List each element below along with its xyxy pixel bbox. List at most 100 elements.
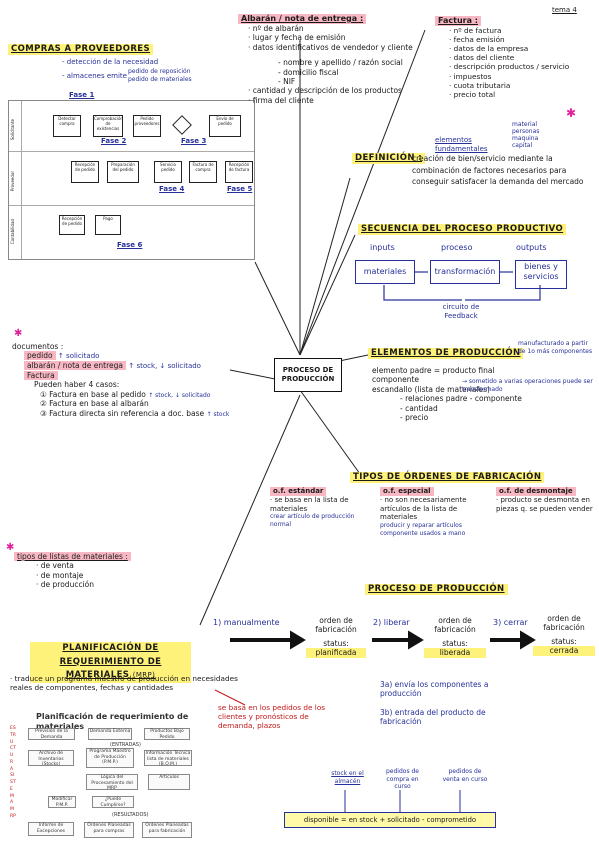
- tipo-orden-desmontaje: o.f. de desmontaje · producto se desmont…: [496, 487, 596, 513]
- elementos-item: elemento padre = producto final: [372, 366, 495, 375]
- factura-item: nº de factura: [449, 26, 595, 35]
- caso-1: Factura en base al pedido: [49, 389, 146, 399]
- tipo-orden-estandar: o.f. estándar · se basa en la lista de m…: [270, 487, 370, 528]
- orden-label: orden de fabricación: [543, 614, 585, 633]
- substep-3a: 3a) envía los componentes a producción: [380, 680, 489, 699]
- tipo-orden-head: o.f. estándar: [270, 487, 327, 496]
- compras-note-2: - almacenes emite: [62, 72, 127, 80]
- mrp-box: Órdenes Planeadas para compras: [84, 822, 134, 838]
- mrp-title: PLANIFICACIÓN DE REQUERIMIENTO DE MATERI…: [30, 642, 191, 683]
- orden-label: orden de fabricación: [315, 616, 357, 635]
- albaran-subitem: - domicilio fiscal: [278, 67, 339, 77]
- mrp-box: Archivo de Inventarios (Stocks): [28, 750, 74, 767]
- mrp-box: Productos Bajo Pedido: [144, 728, 190, 740]
- fase-4: Fase 4: [159, 185, 185, 193]
- elementos-fund-list: material personas maquina capital: [512, 121, 539, 150]
- compras-note-1: - detección de la necesidad: [62, 58, 159, 66]
- mrp-box: Informe de Excepciones: [28, 822, 74, 836]
- tipo-orden-text: · no son necesariamente artículos de la …: [380, 495, 467, 522]
- albaran-item: lugar y fecha de emisión: [248, 33, 428, 42]
- factura-item: fecha emisión: [449, 35, 595, 44]
- bpmn-box-8: Factura de compra: [189, 161, 217, 183]
- elementos-item: componente: [372, 375, 420, 385]
- factura-item: impuestos: [449, 72, 595, 81]
- elementos-subitem: - relaciones padre - componente: [400, 394, 522, 404]
- status-value: planificada: [306, 648, 366, 658]
- doc-factura: Factura: [24, 370, 58, 380]
- bpmn-box-10: Recepción de pedido: [59, 215, 85, 235]
- tipo-orden-head: o.f. de desmontaje: [496, 487, 576, 496]
- elementos-title: ELEMENTOS DE PRODUCCIÓN: [368, 348, 524, 359]
- factura-item: precio total: [449, 90, 595, 99]
- elementos-note-2: → sometido a varias operaciones puede se…: [462, 378, 593, 393]
- bpmn-box-4: Envío de pedido: [209, 115, 241, 137]
- tipos-ordenes-title: TIPOS DE ÓRDENES DE FABRICACIÓN: [350, 472, 545, 483]
- proceso-step-2: 2) liberar: [373, 618, 410, 627]
- orden-block-3: orden de fabricación status: cerrada: [533, 614, 595, 656]
- elementos-item: escandallo (lista de materiales): [372, 384, 490, 394]
- fase-1: Fase 1: [69, 91, 95, 99]
- albaran-item: datos identificativos de vendedor y clie…: [248, 43, 428, 52]
- bpmn-box-9: Recepción de factura: [225, 161, 253, 183]
- albaran-subitem: - nombre y apellido / razón social: [278, 58, 403, 68]
- bpmn-diagram: Solicitante Proveedor Contabilidad Detec…: [8, 91, 255, 260]
- mrp-abbr: (MRP): [132, 671, 156, 680]
- proceso-prod-title: PROCESO DE PRODUCCIÓN: [365, 584, 508, 595]
- tipo-orden-text: · se basa en la lista de materiales: [270, 495, 349, 513]
- secuencia-header-proceso: proceso: [441, 243, 473, 252]
- bpmn-box-2: Comprobación de existencias: [93, 115, 123, 137]
- casos-intro: Pueden haber 4 casos:: [34, 380, 120, 390]
- elementos-subitem: - cantidad: [400, 403, 438, 413]
- asterisk-icon: ✱: [14, 328, 23, 339]
- mrp-title-text: PLANIFICACIÓN DE REQUERIMIENTO DE MATERI…: [59, 643, 162, 681]
- status-label: status:: [442, 638, 468, 648]
- mrp-image-side: ESTRUCTURA SISTEMA MRP: [10, 726, 16, 819]
- elementos-note-1: manufacturado a partir de 1o más compone…: [518, 340, 593, 355]
- bpmn-box-11: Pago: [95, 215, 121, 235]
- status-value: liberada: [424, 648, 486, 658]
- bpmn-gateway: [172, 115, 192, 135]
- factura-item: cuota tributaria: [449, 81, 595, 90]
- albaran-title: Albarán / nota de entrega :: [238, 14, 367, 24]
- listas-item: de montaje: [36, 571, 131, 580]
- secuencia-header-inputs: inputs: [370, 243, 395, 252]
- definicion-title: DEFINICIÓN :: [352, 153, 426, 164]
- page-tag: tema 4: [552, 6, 577, 14]
- factura-title: Factura :: [435, 16, 481, 26]
- status-value: cerrada: [533, 646, 595, 656]
- mrp-box: Información Técnica lista de materiales …: [144, 750, 192, 768]
- mrp-box: Demanda Externa: [88, 728, 132, 740]
- bpmn-box-6: Preparación del pedido: [107, 161, 139, 183]
- compras-note-4: pedido de materiales: [128, 76, 192, 83]
- feedback-label: circuito de Feedback: [442, 303, 480, 320]
- elementos-fund-label: elementos fundamentales: [435, 136, 488, 153]
- bpmn-box-3: Pedido proveedores: [133, 115, 161, 137]
- mrp-box: Programa Maestro de Producción (P.M.P.): [86, 748, 134, 768]
- secuencia-box-transformacion: transformación: [430, 260, 500, 284]
- definicion-text: creación de bien/servicio mediante la co…: [412, 154, 584, 187]
- disp-label-compra: pedidos de compra en curso: [386, 768, 419, 790]
- secuencia-header-outputs: outputs: [516, 243, 547, 252]
- caso-1-note: ↑ stock, ↓ solicitado: [148, 391, 211, 399]
- secuencia-title: SECUENCIA DEL PROCESO PRODUCTIVO: [358, 224, 567, 235]
- mrp-desc: · traduce un programa maestro de producc…: [10, 674, 238, 693]
- tipo-orden-text: · producto se desmonta en piezas q. se p…: [496, 495, 593, 513]
- mrp-box: Órdenes Planeadas para fabricación: [142, 822, 192, 838]
- doc-pedido: pedido: [24, 351, 56, 361]
- status-label: status:: [551, 636, 577, 646]
- caso-3-note: ↑ stock: [206, 410, 230, 418]
- factura-item: datos del cliente: [449, 53, 595, 62]
- caso-2: Factura en base al albarán: [49, 399, 149, 409]
- asterisk-icon: ✱: [566, 106, 577, 120]
- fase-6: Fase 6: [117, 241, 143, 249]
- elemento-fund: material: [512, 121, 538, 128]
- albaran-item: firma del cliente: [248, 96, 428, 105]
- tipo-orden-head: o.f. especial: [380, 487, 434, 496]
- listas-title: tipos de listas de materiales :: [14, 552, 131, 562]
- orden-block-1: orden de fabricación status: planificada: [306, 616, 366, 658]
- disp-label-venta: pedidos de venta en curso: [442, 768, 488, 783]
- mrp-box: Artículos: [148, 774, 190, 790]
- compras-title: COMPRAS A PROVEEDORES: [8, 44, 154, 55]
- listas-item: de producción: [36, 580, 131, 589]
